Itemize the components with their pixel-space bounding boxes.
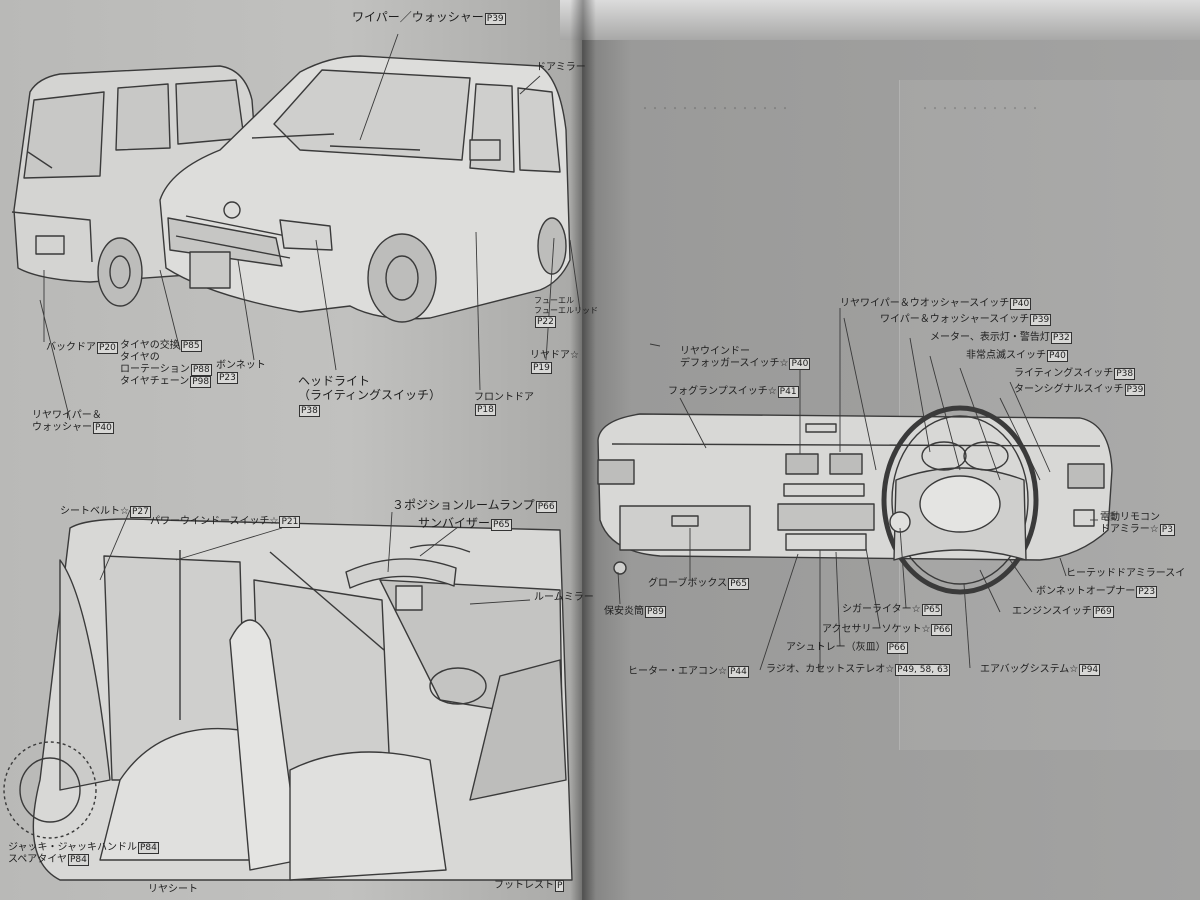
label-airbag: エアバッグシステム☆P94: [980, 664, 1101, 676]
label-rear-seat: リヤシート: [148, 884, 198, 895]
label-front-door: フロントドア P18: [474, 392, 534, 416]
show-through-panel: [899, 80, 1200, 750]
label-fog-lamp: フォグランプスイッチ☆P41: [668, 386, 799, 398]
label-accessory-socket: アクセサリーソケット☆P66: [822, 624, 953, 636]
book-gutter: [570, 0, 596, 900]
leader-lines: [39, 33, 1098, 672]
label-door-mirror: ドアミラー: [536, 62, 586, 73]
ghost-text: ・・・・・・・・・・・・: [920, 104, 1040, 115]
ghost-text: ・・・・・・・・・・・・・・・: [640, 104, 790, 115]
label-room-mirror: ルームミラー: [534, 592, 594, 603]
label-rear-door: リヤドア☆ P19: [530, 350, 579, 374]
label-remote-mirror: 電動リモコン ドアミラー☆P3: [1100, 512, 1175, 536]
page-fold-shadow: [560, 0, 1200, 40]
interior-drawing: [3, 518, 573, 881]
dashboard-drawing: [597, 405, 1113, 595]
front-car-drawing: [159, 55, 571, 323]
label-power-window: パワーウインドースイッチ☆P21: [150, 516, 301, 528]
label-bonnet: ボンネット P23: [216, 360, 266, 384]
label-fuel-lid: フューエル フューエルリッド P22: [534, 296, 598, 328]
label-heated-mirror: ヒーテッドドアミラースイ: [1066, 568, 1186, 579]
label-seatbelt: シートベルト☆P27: [60, 506, 151, 518]
label-ashtray: アシュトレー（灰皿）P66: [786, 642, 908, 654]
label-rear-defogger: リヤウインドー デフォッガースイッチ☆P40: [680, 346, 811, 370]
label-cigar-lighter: シガーライター☆P65: [842, 604, 943, 616]
label-heater: ヒーター・エアコン☆P44: [628, 666, 749, 678]
label-headlight: ヘッドライト （ライティングスイッチ） P38: [298, 374, 442, 417]
label-radio: ラジオ、カセットステレオ☆P49, 58, 63: [766, 664, 951, 676]
